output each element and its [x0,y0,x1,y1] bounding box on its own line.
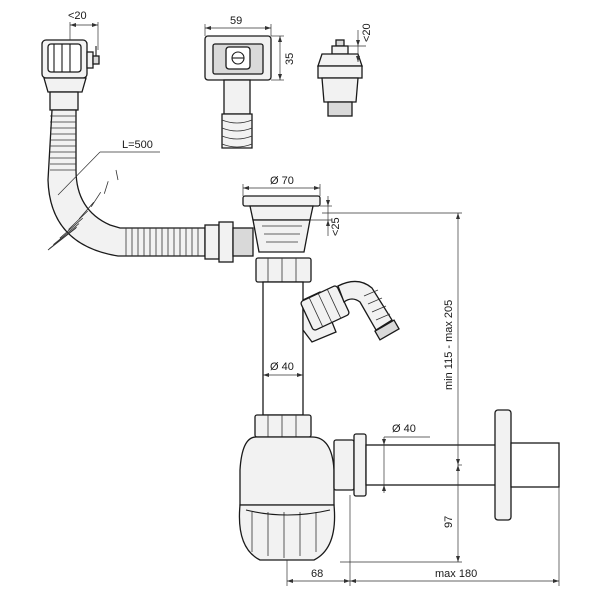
outlet-assembly [333,409,560,521]
outlet-diameter-label: Ø 40 [392,423,416,435]
corrugated-hose [47,109,206,257]
vertical-pipe [262,281,304,416]
rectangle-height-dimension: 35 [271,35,296,81]
drain-flange-label: <25 [330,217,342,236]
plug-height-label: <20 [361,23,373,42]
button-height-dimension: <20 [68,10,99,50]
button-height-label: <20 [68,10,87,22]
upper-pipe-nut [255,257,312,283]
total-height-dimension: min 115 - max 205 [322,212,462,562]
hose-length-label: L=500 [122,139,153,151]
bottom-dimensions: 68 max 180 [286,487,560,586]
rectangle-height-label: 35 [284,53,296,65]
drain-plug [317,39,363,117]
overflow-button-assembly [41,39,100,111]
pipe-diameter-dimension: Ø 40 [263,361,303,377]
bottle-height-dimension: 97 [340,464,462,563]
total-height-label: min 115 - max 205 [443,300,455,390]
drain-diameter-dimension: Ø 70 [242,175,321,196]
side-branch-connector [300,280,400,343]
bottle-trap-body [238,436,336,561]
drain-head [242,195,321,253]
outlet-length-label: max 180 [435,568,477,580]
drain-flange-dimension: <25 [310,196,342,236]
hose-length-annotation: L=500 [57,139,160,196]
rectangular-overflow [204,35,272,149]
plug-height-dimension: <20 [348,23,373,62]
outlet-diameter-dimension: Ø 40 [382,423,430,493]
pipe-diameter-label: Ø 40 [270,361,294,373]
bottle-height-label: 97 [443,516,455,528]
drain-diameter-label: Ø 70 [270,175,294,187]
lower-pipe-nut [254,414,312,438]
rectangle-width-label: 59 [230,15,242,27]
bottle-offset-label: 68 [311,568,323,580]
hose-connector-nut [204,221,254,263]
rectangle-width-dimension: 59 [204,15,272,36]
